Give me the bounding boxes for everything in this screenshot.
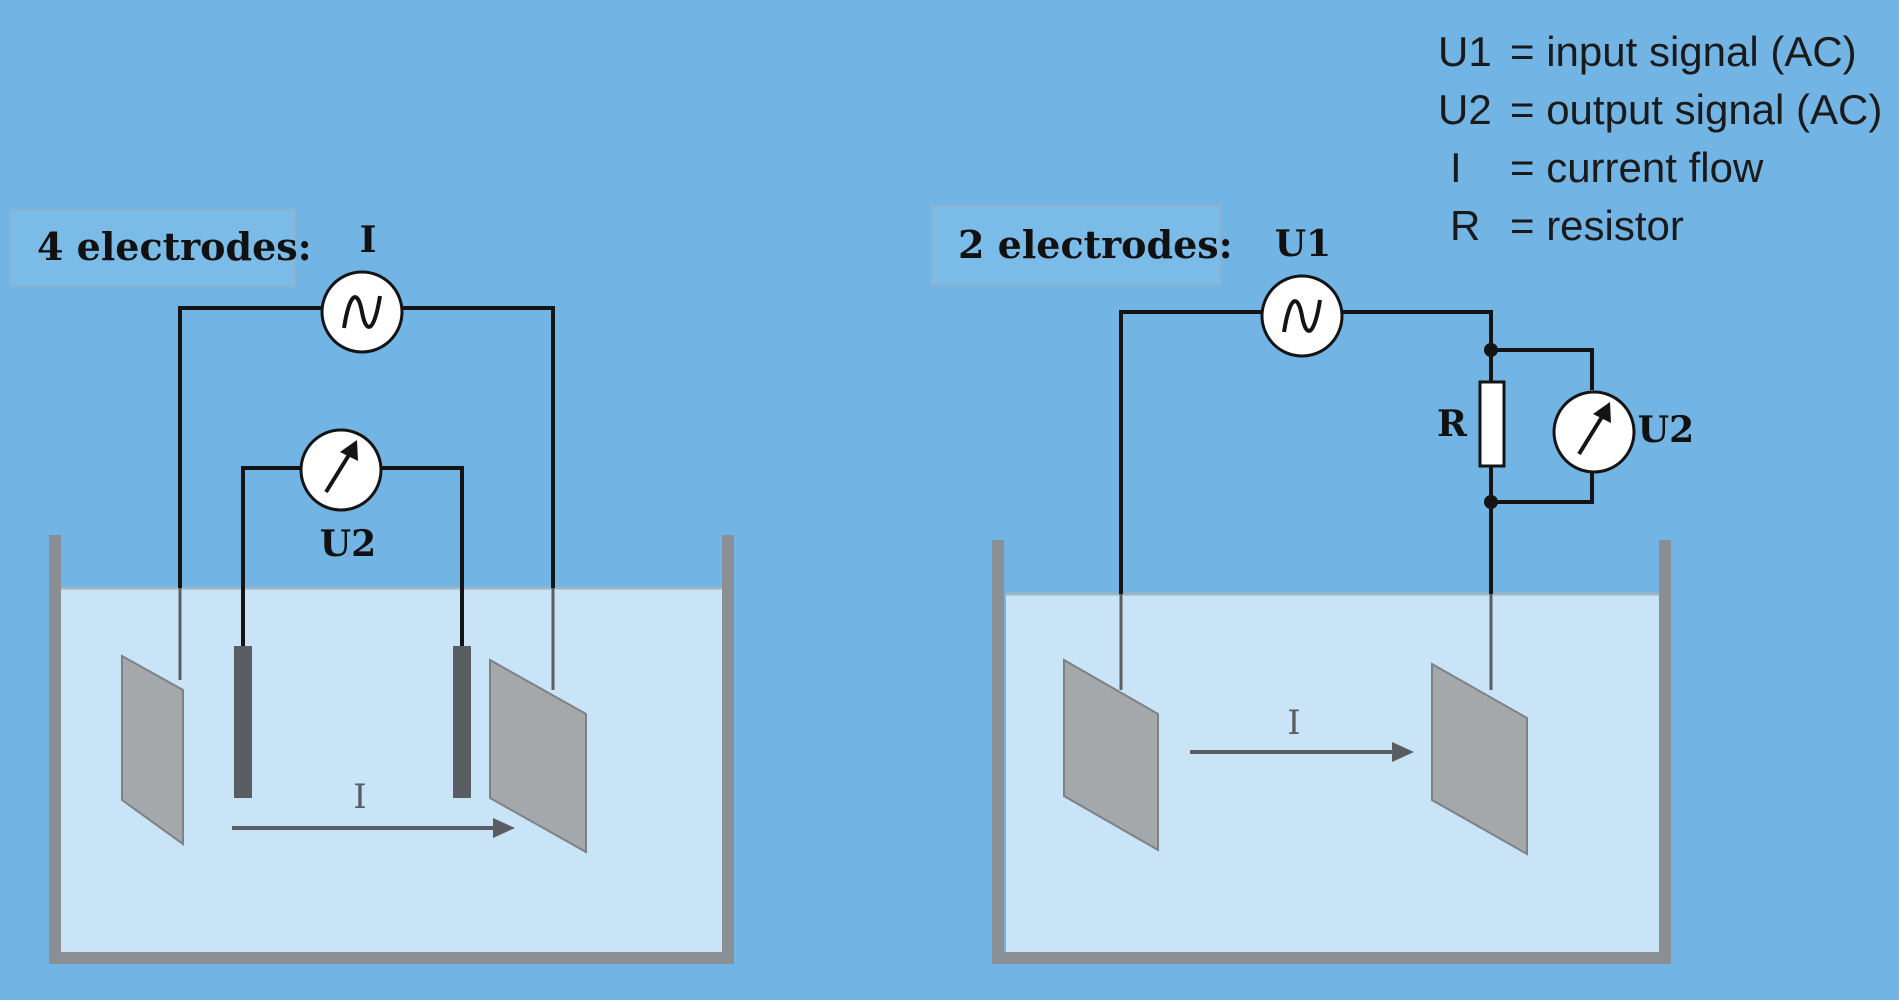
voltmeter-needle-icon [1577, 410, 1607, 456]
right-source-label: U1 [1275, 223, 1331, 265]
voltmeter-wire-bottom [1491, 470, 1594, 504]
left-voltmeter-label: U2 [320, 523, 376, 565]
four-electrodes-title: 4 electrodes: [37, 224, 312, 269]
junction-top [1484, 343, 1498, 357]
left-outer-wire-right [402, 306, 555, 588]
four-electrode-diagram: 4 electrodes: I U2 I [9, 209, 734, 964]
legend-definition-u1: = input signal (AC) [1510, 28, 1857, 75]
left-voltage-probe-1 [234, 646, 252, 798]
voltmeter-wire-top [1491, 348, 1594, 390]
voltmeter-arrowhead-icon [1593, 402, 1611, 423]
two-electrode-diagram: 2 electrodes: U1 R U2 I [931, 205, 1694, 964]
right-electrode-2 [1431, 662, 1528, 856]
ac-sine-icon [1282, 299, 1322, 333]
right-current-arrowhead [1392, 742, 1414, 762]
right-voltmeter-label: U2 [1638, 409, 1694, 451]
resistor [1478, 380, 1506, 468]
left-current-source-label: I [360, 219, 377, 261]
legend-symbol-u1: U1 [1438, 28, 1492, 75]
ac-sine-icon [342, 295, 382, 329]
left-inner-wire-right [380, 466, 464, 648]
left-inner-wire-left [241, 466, 300, 648]
voltmeter-arrowhead-icon [340, 440, 358, 461]
legend-definition-r: = resistor [1510, 202, 1684, 249]
left-current-arrow-label: I [353, 777, 366, 817]
legend: U1 = input signal (AC) U2 = output signa… [1438, 28, 1882, 249]
legend-symbol-r: R [1450, 202, 1480, 249]
two-electrodes-title-box [931, 205, 1221, 285]
left-current-electrode-2 [489, 658, 587, 854]
left-voltage-probe-2 [453, 646, 471, 798]
legend-definition-u2: = output signal (AC) [1510, 86, 1882, 133]
four-electrodes-title-box [9, 209, 296, 287]
left-current-electrode-1 [121, 654, 184, 846]
junction-bottom [1484, 495, 1498, 509]
right-electrode-1 [1063, 658, 1159, 852]
right-wire-right [1342, 310, 1493, 594]
voltmeter-needle-icon [324, 448, 354, 494]
right-current-arrow-label: I [1287, 703, 1300, 743]
resistor-label: R [1437, 403, 1468, 445]
left-container [49, 535, 734, 964]
left-outer-wire-left [178, 306, 322, 588]
legend-symbol-i: I [1450, 144, 1462, 191]
legend-symbol-u2: U2 [1438, 86, 1492, 133]
right-wire-left [1119, 310, 1262, 594]
two-electrodes-title: 2 electrodes: [958, 222, 1233, 267]
right-container [992, 540, 1671, 964]
legend-definition-i: = current flow [1510, 144, 1764, 191]
left-current-arrowhead [493, 818, 515, 838]
